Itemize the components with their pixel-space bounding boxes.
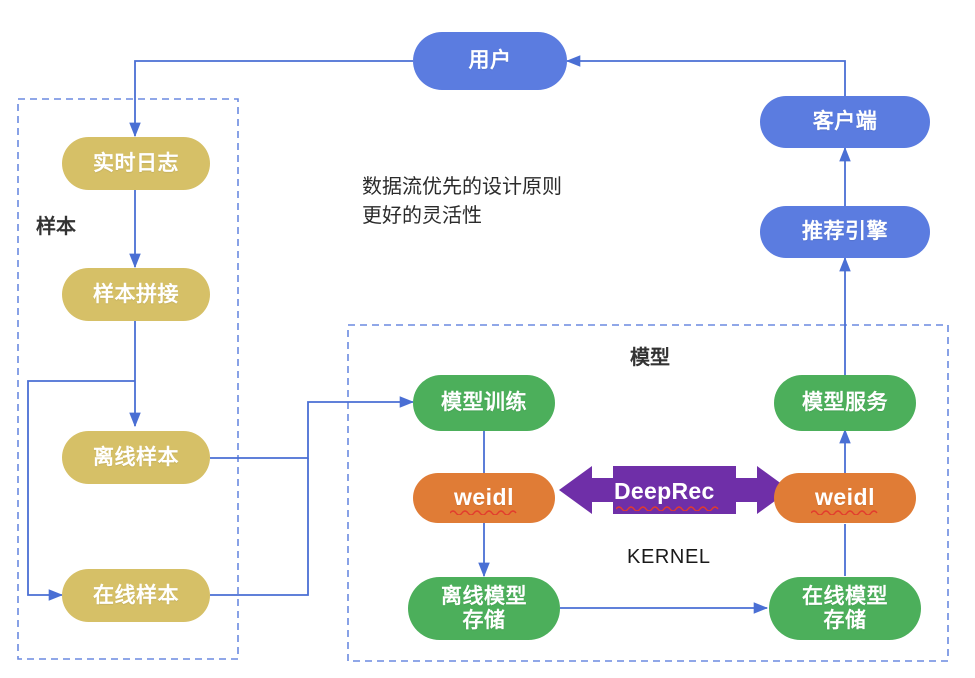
- edge-user-to-realtime-log: [129, 60, 413, 138]
- node-offline-sample[interactable]: 离线样本: [62, 431, 210, 484]
- node-weidl-serve[interactable]: weidl: [774, 473, 916, 523]
- node-online-sample[interactable]: 在线样本: [62, 569, 210, 622]
- node-user-label: 用户: [468, 49, 512, 73]
- node-weidl-train[interactable]: weidl: [413, 473, 555, 523]
- model-group-label: 模型: [630, 347, 670, 369]
- node-offline-store-label: 离线模型 存储: [441, 584, 527, 632]
- edge-sample-join-to-online-sample: [27, 380, 135, 601]
- node-weidl-serve-label: weidl: [814, 484, 875, 511]
- node-online-store-label: 在线模型 存储: [802, 584, 888, 632]
- design-principle-note: 数据流优先的设计原则 更好的灵活性: [362, 176, 562, 227]
- edge-online-sample-to-model-training: [210, 458, 309, 596]
- node-realtime-log-label: 实时日志: [93, 151, 179, 175]
- node-online-store[interactable]: 在线模型 存储: [769, 577, 921, 640]
- edge-client-to-user: [565, 55, 846, 96]
- node-model-serving-label: 模型服务: [802, 391, 888, 415]
- node-client-label: 客户端: [812, 110, 878, 134]
- deeprec-kernel-arrow: [559, 466, 790, 514]
- node-model-training-label: 模型训练: [441, 391, 527, 415]
- node-offline-store[interactable]: 离线模型 存储: [408, 577, 560, 640]
- node-realtime-log[interactable]: 实时日志: [62, 137, 210, 190]
- node-rec-engine[interactable]: 推荐引擎: [760, 206, 930, 258]
- node-model-training[interactable]: 模型训练: [413, 375, 555, 431]
- node-offline-sample-label: 离线样本: [93, 445, 179, 469]
- node-model-serving[interactable]: 模型服务: [774, 375, 916, 431]
- node-client[interactable]: 客户端: [760, 96, 930, 148]
- node-weidl-train-label: weidl: [453, 484, 514, 511]
- node-rec-engine-label: 推荐引擎: [802, 220, 888, 244]
- model-group-box: [347, 324, 949, 662]
- edge-offline-sample-to-model-training: [210, 396, 415, 459]
- node-user[interactable]: 用户: [413, 32, 567, 90]
- node-sample-join[interactable]: 样本拼接: [62, 268, 210, 321]
- kernel-caption: KERNEL: [627, 546, 711, 568]
- sample-group-box: [17, 98, 239, 660]
- node-online-sample-label: 在线样本: [93, 583, 179, 607]
- sample-group-label: 样本: [36, 216, 76, 238]
- node-sample-join-label: 样本拼接: [93, 282, 179, 306]
